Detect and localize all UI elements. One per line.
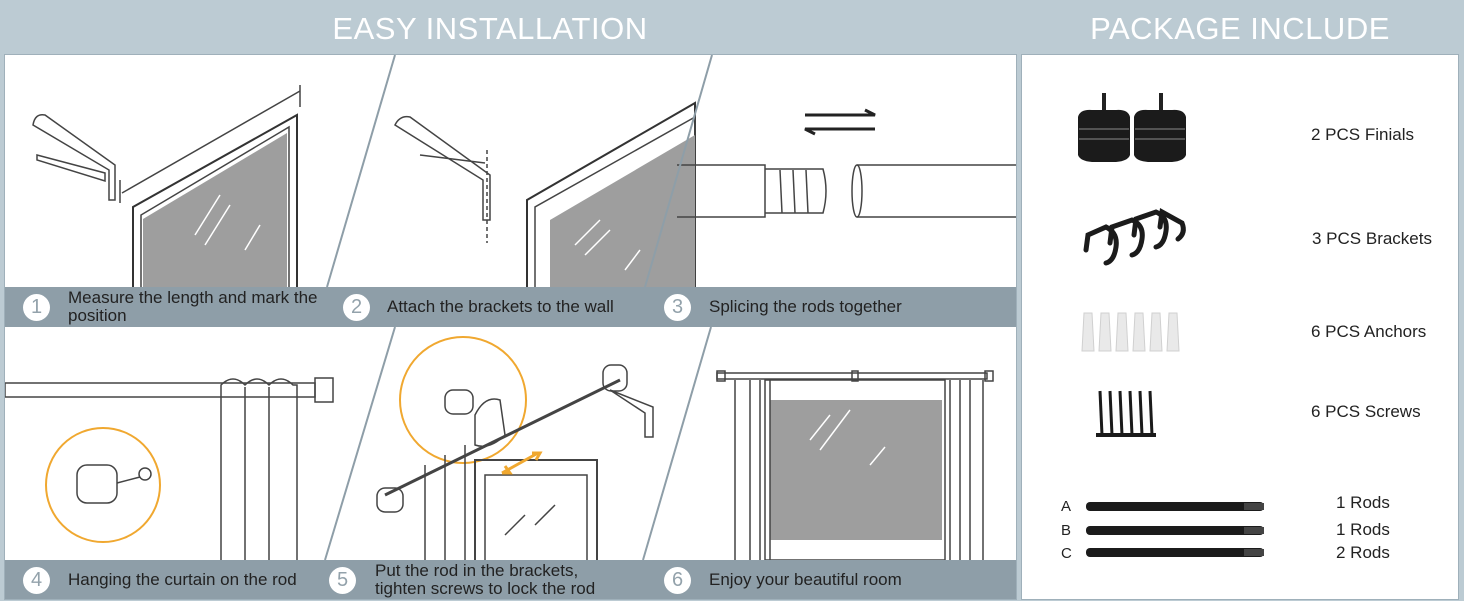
step-number: 3 [664, 294, 691, 321]
package-illustrations [1078, 93, 1264, 557]
package-item-screws: 6 PCS Screws [1311, 402, 1421, 421]
package-header: PACKAGE INCLUDE [1090, 11, 1390, 46]
installation-steps-panel: 1 Measure the length and mark the positi… [4, 54, 1017, 600]
rod-count-c: 2 Rods [1336, 543, 1390, 562]
package-item-anchors: 6 PCS Anchors [1311, 322, 1427, 341]
rod-count-b: 1 Rods [1336, 520, 1390, 539]
package-panel: 2 PCS Finials 3 PCS Brackets 6 PCS Ancho… [1021, 54, 1459, 600]
finished-room-illustration [716, 370, 994, 561]
caption-bar-bottom [5, 560, 1016, 599]
rod-letter-a: A [1061, 498, 1072, 515]
rod-letter-b: B [1061, 522, 1072, 539]
step-1: 1 Measure the length and mark the positi… [5, 287, 335, 327]
step-5: 5 Put the rod in the brackets, tighten s… [325, 560, 645, 599]
curtain-illustration [5, 377, 334, 560]
step-caption: Hanging the curtain on the rod [68, 570, 297, 589]
step-caption: Measure the length and mark the position [68, 288, 318, 325]
step-2: 2 Attach the brackets to the wall [335, 287, 655, 327]
mount-rod-illustration [376, 336, 654, 566]
measure-illustration [32, 85, 301, 287]
caption-bar-top [5, 287, 1016, 327]
screws-icon [1096, 390, 1156, 437]
step-number: 1 [23, 294, 50, 321]
step-3: 3 Splicing the rods together [660, 287, 1010, 327]
installation-illustrations [5, 55, 1016, 566]
rod-letter-c: C [1061, 545, 1072, 562]
step-6: 6 Enjoy your beautiful room [660, 560, 1010, 599]
package-item-brackets: 3 PCS Brackets [1312, 229, 1432, 248]
package-item-finials: 2 PCS Finials [1311, 125, 1414, 144]
splice-illustration [677, 108, 1016, 218]
step-number: 6 [664, 567, 691, 594]
brackets-icon [1083, 208, 1186, 266]
step-caption: Attach the brackets to the wall [387, 297, 614, 316]
installation-header: EASY INSTALLATION [332, 11, 648, 46]
step-caption: Splicing the rods together [709, 297, 902, 316]
step-4: 4 Hanging the curtain on the rod [5, 560, 335, 599]
step-caption: Put the rod in the brackets, tighten scr… [375, 561, 596, 598]
step-number: 4 [23, 567, 50, 594]
step-number: 2 [343, 294, 370, 321]
anchors-icon [1081, 312, 1180, 352]
finials-icon [1078, 93, 1186, 162]
step-number: 5 [329, 567, 356, 594]
step-caption: Enjoy your beautiful room [709, 570, 902, 589]
bracket-illustration [394, 101, 696, 287]
rods-icon [1086, 502, 1264, 557]
rod-count-a: 1 Rods [1336, 493, 1390, 512]
